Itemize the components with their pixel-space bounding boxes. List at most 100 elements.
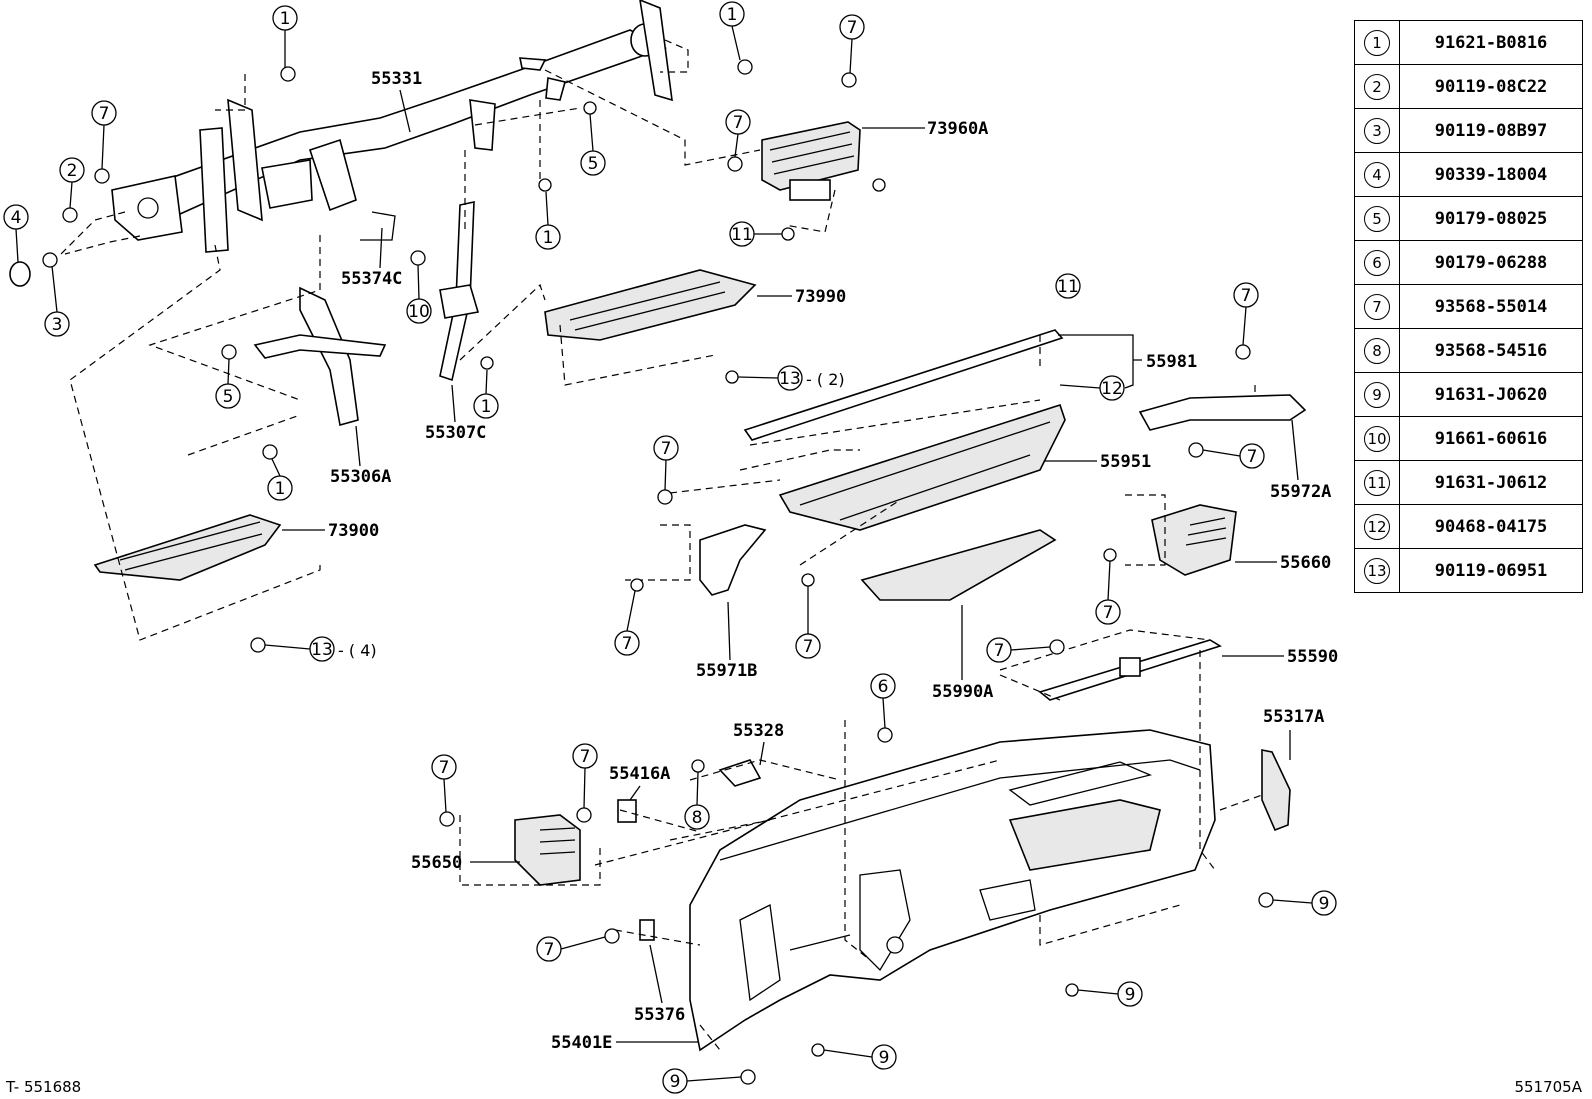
svg-text:13: 13 <box>311 640 333 660</box>
callout-5: 5 <box>215 358 241 409</box>
diagram-id-right: 551705A <box>1514 1078 1582 1096</box>
callout-1: 1 <box>267 458 293 501</box>
callout-12: 12 <box>1059 375 1125 401</box>
legend-index: 13 <box>1364 557 1390 584</box>
svg-text:4: 4 <box>11 208 22 228</box>
legend-row: 12 90468-04175 <box>1354 504 1583 549</box>
legend-part-code: 90179-06288 <box>1399 240 1583 285</box>
callout-5: 5 <box>580 113 606 176</box>
callout-markers: 1 1 1 1 1 2 3 4 5 5 6 7 7 7 7 7 7 7 7 7 … <box>3 1 1337 1094</box>
legend-index-cell: 3 <box>1354 108 1400 153</box>
callout-9: 9 <box>1272 890 1337 916</box>
duct-55971b <box>699 524 767 596</box>
svg-text:7: 7 <box>622 634 633 654</box>
svg-text:10: 10 <box>408 302 430 322</box>
svg-text:7: 7 <box>733 113 744 133</box>
callout-7: 7 <box>91 100 117 170</box>
legend-part-code: 90339-18004 <box>1399 152 1583 197</box>
svg-text:5: 5 <box>588 154 599 174</box>
steering-support-beam <box>111 0 673 253</box>
callout-7: 7 <box>572 743 598 809</box>
callout-7: 7 <box>986 637 1051 663</box>
quantity-13-bottom: - ( 4) <box>338 641 377 660</box>
side-register-55660 <box>1151 504 1237 576</box>
legend-index-cell: 12 <box>1354 504 1400 549</box>
legend-index: 6 <box>1364 249 1390 276</box>
legend-part-code: 91631-J0612 <box>1399 460 1583 505</box>
callout-7: 7 <box>614 590 640 656</box>
callout-10: 10 <box>406 264 432 324</box>
knee-airbag-73990 <box>544 269 757 341</box>
svg-text:13: 13 <box>779 369 801 389</box>
svg-text:12: 12 <box>1101 379 1123 399</box>
legend-index-cell: 8 <box>1354 328 1400 373</box>
legend-index-cell: 9 <box>1354 372 1400 417</box>
legend-row: 6 90179-06288 <box>1354 240 1583 285</box>
callout-9: 9 <box>1077 981 1143 1007</box>
label-55331: 55331 <box>371 69 422 89</box>
callout-7: 7 <box>839 14 865 74</box>
legend-index: 7 <box>1364 293 1390 320</box>
label-55971b: 55971B <box>696 661 757 681</box>
callout-4: 4 <box>3 204 29 263</box>
callout-13: 13 <box>737 365 803 391</box>
callout-8: 8 <box>684 771 710 830</box>
legend-part-code: 90119-08B97 <box>1399 108 1583 153</box>
svg-text:6: 6 <box>878 677 889 697</box>
svg-text:2: 2 <box>67 161 78 181</box>
label-55951: 55951 <box>1100 452 1151 472</box>
label-55416a: 55416A <box>609 764 670 784</box>
clip-55416a <box>617 799 637 823</box>
bracket-55374c <box>360 211 396 241</box>
callout-1: 1 <box>719 1 745 61</box>
legend-index-cell: 6 <box>1354 240 1400 285</box>
callout-7: 7 <box>1095 560 1121 625</box>
clip-55328 <box>718 759 762 787</box>
legend-part-code: 91661-60616 <box>1399 416 1583 461</box>
callout-9: 9 <box>662 1068 742 1094</box>
callout-7: 7 <box>653 435 679 491</box>
svg-text:7: 7 <box>439 758 450 778</box>
airbag-module-73960a <box>761 121 861 201</box>
legend-index-cell: 4 <box>1354 152 1400 197</box>
callout-13: 13 <box>264 636 335 662</box>
svg-text:7: 7 <box>1247 447 1258 467</box>
svg-text:1: 1 <box>280 9 291 29</box>
callout-2: 2 <box>59 157 85 209</box>
label-55306a: 55306A <box>330 467 391 487</box>
legend-index: 2 <box>1364 73 1390 100</box>
svg-text:1: 1 <box>727 5 738 25</box>
panel-55990a <box>860 529 1057 601</box>
side-register-55650 <box>514 814 581 886</box>
label-55328: 55328 <box>733 721 784 741</box>
legend-index-cell: 10 <box>1354 416 1400 461</box>
svg-text:11: 11 <box>1057 277 1079 297</box>
label-55401e: 55401E <box>551 1033 612 1053</box>
legend-part-code: 93568-55014 <box>1399 284 1583 329</box>
legend-index: 12 <box>1364 513 1390 540</box>
svg-text:7: 7 <box>580 747 591 767</box>
bracket-55306a <box>253 286 387 427</box>
label-55317a: 55317A <box>1263 707 1324 727</box>
legend-index-cell: 1 <box>1354 20 1400 65</box>
side-duct-55972a <box>1138 394 1307 431</box>
legend-part-code: 90119-08C22 <box>1399 64 1583 109</box>
label-55590: 55590 <box>1287 647 1338 667</box>
legend-index: 10 <box>1364 425 1390 452</box>
legend-part-code: 93568-54516 <box>1399 328 1583 373</box>
fasteners <box>9 59 1274 1085</box>
legend-index-cell: 13 <box>1354 548 1400 593</box>
legend-part-code: 90468-04175 <box>1399 504 1583 549</box>
label-55990a: 55990A <box>932 682 993 702</box>
callout-7: 7 <box>536 936 606 962</box>
svg-text:1: 1 <box>275 479 286 499</box>
svg-text:8: 8 <box>692 808 703 828</box>
callout-1: 1 <box>473 369 499 419</box>
callout-7: 7 <box>1233 282 1259 346</box>
callout-1: 1 <box>272 5 298 68</box>
legend-index: 8 <box>1364 337 1390 364</box>
